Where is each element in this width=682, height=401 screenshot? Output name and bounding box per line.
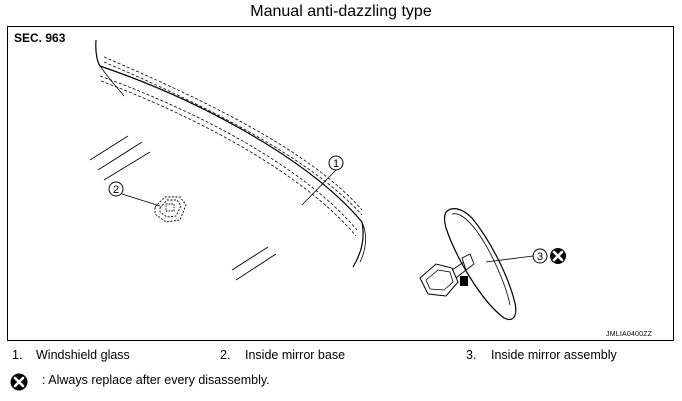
image-code: JMLIA0400ZZ bbox=[606, 331, 653, 338]
inside-mirror-assembly bbox=[419, 208, 517, 321]
replace-cross-icon bbox=[550, 248, 566, 264]
svg-text:1: 1 bbox=[333, 158, 339, 170]
replace-note: : Always replace after every disassembly… bbox=[42, 373, 270, 387]
callout-1: 1 bbox=[301, 155, 344, 206]
section-label: SEC. 963 bbox=[14, 31, 66, 45]
callout-2: 2 bbox=[108, 181, 161, 207]
legend-label-2: Inside mirror base bbox=[245, 348, 346, 362]
legend-label-3: Inside mirror assembly bbox=[491, 348, 617, 362]
windshield-glass bbox=[89, 39, 366, 281]
legend-num-2: 2. bbox=[220, 348, 231, 362]
callout-3: 3 bbox=[485, 248, 548, 264]
svg-text:2: 2 bbox=[113, 184, 119, 196]
replace-cross-icon bbox=[10, 373, 28, 391]
svg-text:3: 3 bbox=[537, 251, 543, 263]
diagram-title: Manual anti-dazzling type bbox=[250, 3, 432, 20]
mirror-base bbox=[154, 196, 187, 223]
legend-num-3: 3. bbox=[466, 348, 477, 362]
legend-num-1: 1. bbox=[12, 348, 23, 362]
legend-label-1: Windshield glass bbox=[36, 348, 130, 362]
diagram-frame bbox=[7, 26, 674, 341]
